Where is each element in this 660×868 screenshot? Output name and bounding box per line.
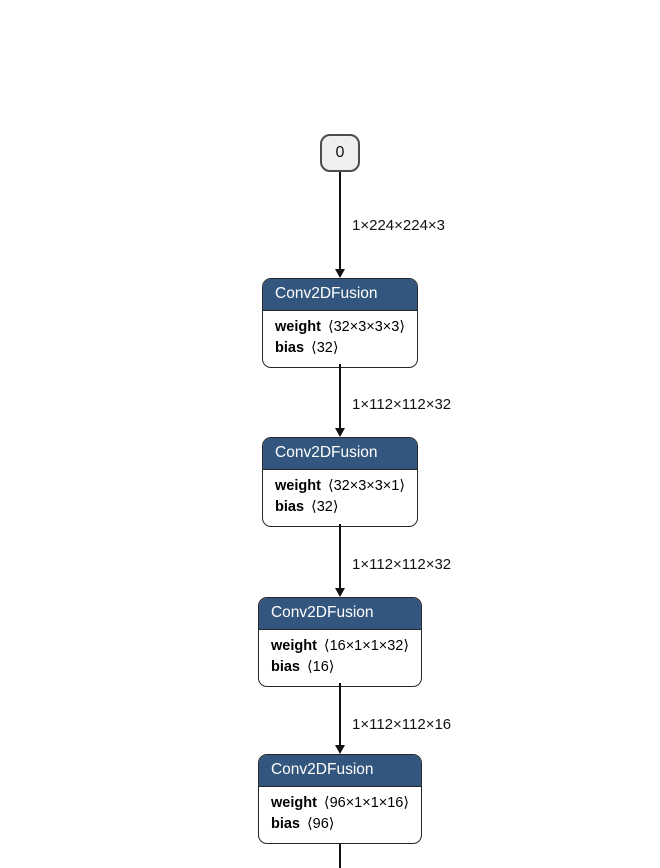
node-attr: weight ⟨96×1×1×16⟩ (271, 793, 409, 814)
edge-line (339, 844, 341, 868)
attr-value: ⟨32×3×3×3⟩ (327, 319, 405, 335)
edge-line (339, 683, 341, 746)
node-body: weight ⟨32×3×3×3⟩ bias ⟨32⟩ (263, 311, 417, 367)
edge-line (339, 364, 341, 429)
edge-label: 1×224×224×3 (352, 217, 446, 234)
node-body: weight ⟨96×1×1×16⟩ bias ⟨96⟩ (259, 787, 421, 843)
edge-line (339, 524, 341, 589)
input-node-label: 0 (335, 144, 345, 161)
node-attr: weight ⟨32×3×3×1⟩ (275, 476, 405, 497)
node-header[interactable]: Conv2DFusion (258, 598, 422, 630)
node-attr: weight ⟨16×1×1×32⟩ (271, 636, 409, 657)
attr-value: ⟨16⟩ (307, 659, 335, 675)
node-body: weight ⟨32×3×3×1⟩ bias ⟨32⟩ (263, 470, 417, 526)
node-attr: weight ⟨32×3×3×3⟩ (275, 317, 405, 338)
attr-value: ⟨32×3×3×1⟩ (327, 478, 405, 494)
attr-name: weight (270, 638, 317, 654)
attr-name: weight (275, 478, 321, 494)
input-node[interactable]: 0 (320, 134, 360, 172)
node-header[interactable]: Conv2DFusion (263, 279, 417, 311)
attr-value: ⟨96⟩ (307, 816, 335, 832)
node-header[interactable]: Conv2DFusion (258, 755, 422, 787)
arrowhead-icon (334, 588, 345, 597)
conv2dfusion-node-2[interactable]: Conv2DFusion weight ⟨32×3×3×1⟩ bias ⟨32⟩ (262, 437, 418, 527)
attr-name: weight (270, 795, 317, 811)
edge-line (339, 172, 341, 269)
node-attr: bias ⟨32⟩ (275, 338, 405, 359)
node-body: weight ⟨16×1×1×32⟩ bias ⟨16⟩ (259, 630, 421, 686)
arrowhead-icon (334, 269, 345, 278)
attr-name: weight (275, 319, 321, 335)
attr-name: bias (270, 659, 300, 675)
conv2dfusion-node-4[interactable]: Conv2DFusion weight ⟨96×1×1×16⟩ bias ⟨96⟩ (257, 754, 423, 844)
edge-label: 1×112×112×16 (352, 716, 452, 733)
attr-name: bias (275, 499, 305, 515)
edge-label: 1×112×112×32 (352, 556, 452, 573)
edge-label: 1×112×112×32 (352, 396, 452, 413)
conv2dfusion-node-3[interactable]: Conv2DFusion weight ⟨16×1×1×32⟩ bias ⟨16⟩ (257, 597, 423, 687)
node-attr: bias ⟨32⟩ (275, 497, 405, 518)
conv2dfusion-node-1[interactable]: Conv2DFusion weight ⟨32×3×3×3⟩ bias ⟨32⟩ (262, 278, 418, 368)
attr-value: ⟨16×1×1×32⟩ (323, 638, 410, 654)
attr-name: bias (270, 816, 300, 832)
node-attr: bias ⟨96⟩ (271, 814, 409, 835)
node-attr: bias ⟨16⟩ (271, 657, 409, 678)
arrowhead-icon (334, 428, 345, 437)
attr-value: ⟨96×1×1×16⟩ (323, 795, 410, 811)
attr-name: bias (275, 340, 305, 356)
arrowhead-icon (334, 745, 345, 754)
attr-value: ⟨32⟩ (311, 499, 339, 515)
attr-value: ⟨32⟩ (311, 340, 339, 356)
node-header[interactable]: Conv2DFusion (263, 438, 417, 470)
